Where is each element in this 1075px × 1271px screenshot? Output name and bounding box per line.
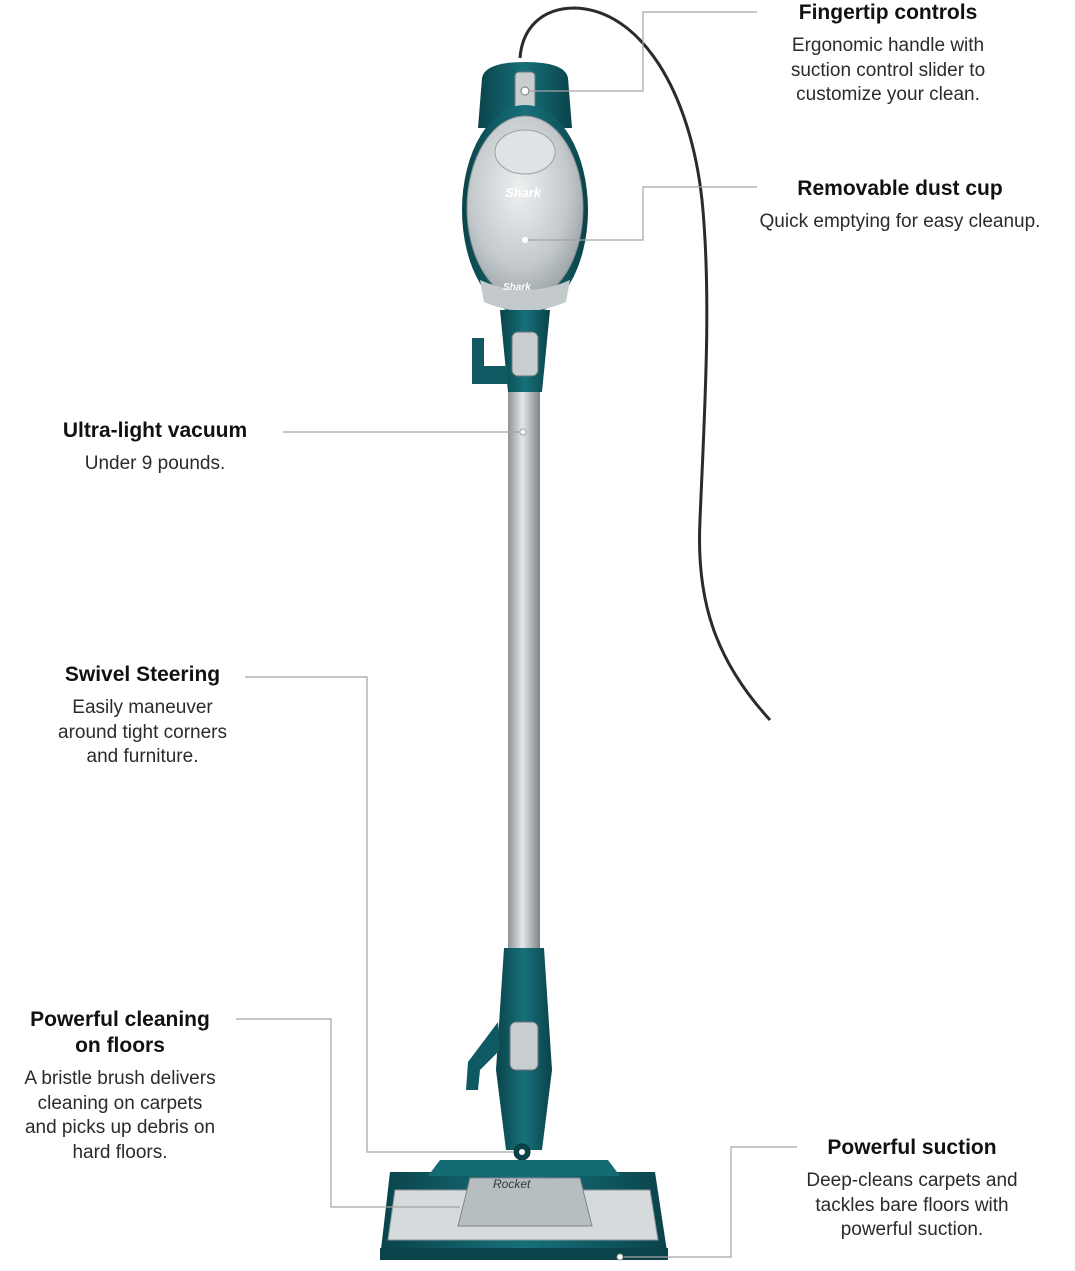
ultralight-desc: Under 9 pounds. [84, 453, 226, 474]
cleaning-title: Powerful cleaning on floors [30, 1008, 210, 1057]
swivel-title: Swivel Steering [64, 663, 221, 686]
callout-powerful-cleaning: Powerful cleaning on floors A bristle br… [0, 1007, 240, 1165]
power-cord [518, 6, 772, 722]
swivel-desc: Easily maneuver around tight corners and… [58, 697, 227, 767]
lower-release [509, 1021, 539, 1071]
fingertip-desc: Ergonomic handle with suction control sl… [790, 35, 986, 105]
suction-desc: Deep-cleans carpets and tackles bare flo… [806, 1170, 1018, 1240]
callout-fingertip-controls: Fingertip controls Ergonomic handle with… [748, 0, 1028, 108]
wand [508, 392, 540, 952]
suction-title: Powerful suction [827, 1136, 997, 1159]
callout-swivel-steering: Swivel Steering Easily maneuver around t… [20, 662, 265, 770]
ultralight-title: Ultra-light vacuum [62, 419, 248, 442]
leader-suction [624, 1146, 797, 1258]
leader-cleaning [236, 1018, 460, 1208]
callout-removable-dust-cup: Removable dust cup Quick emptying for ea… [722, 176, 1075, 235]
cleaning-desc: A bristle brush delivers cleaning on car… [24, 1068, 216, 1163]
callout-ultra-light: Ultra-light vacuum Under 9 pounds. [30, 418, 280, 477]
floor-head-label: Rocket [493, 1177, 531, 1191]
leader-fingertip [528, 11, 757, 92]
brand-logo-bottom: Shark [503, 282, 531, 293]
brand-logo-top: Shark [505, 185, 542, 200]
dustcup-desc: Quick emptying for easy cleanup. [759, 211, 1041, 232]
dustcup-title: Removable dust cup [797, 177, 1003, 200]
fingertip-title: Fingertip controls [798, 1, 978, 24]
leader-dustcup [528, 186, 757, 241]
leader-swivel [245, 676, 514, 1153]
release-button [511, 331, 539, 377]
callout-powerful-suction: Powerful suction Deep-cleans carpets and… [772, 1135, 1052, 1243]
